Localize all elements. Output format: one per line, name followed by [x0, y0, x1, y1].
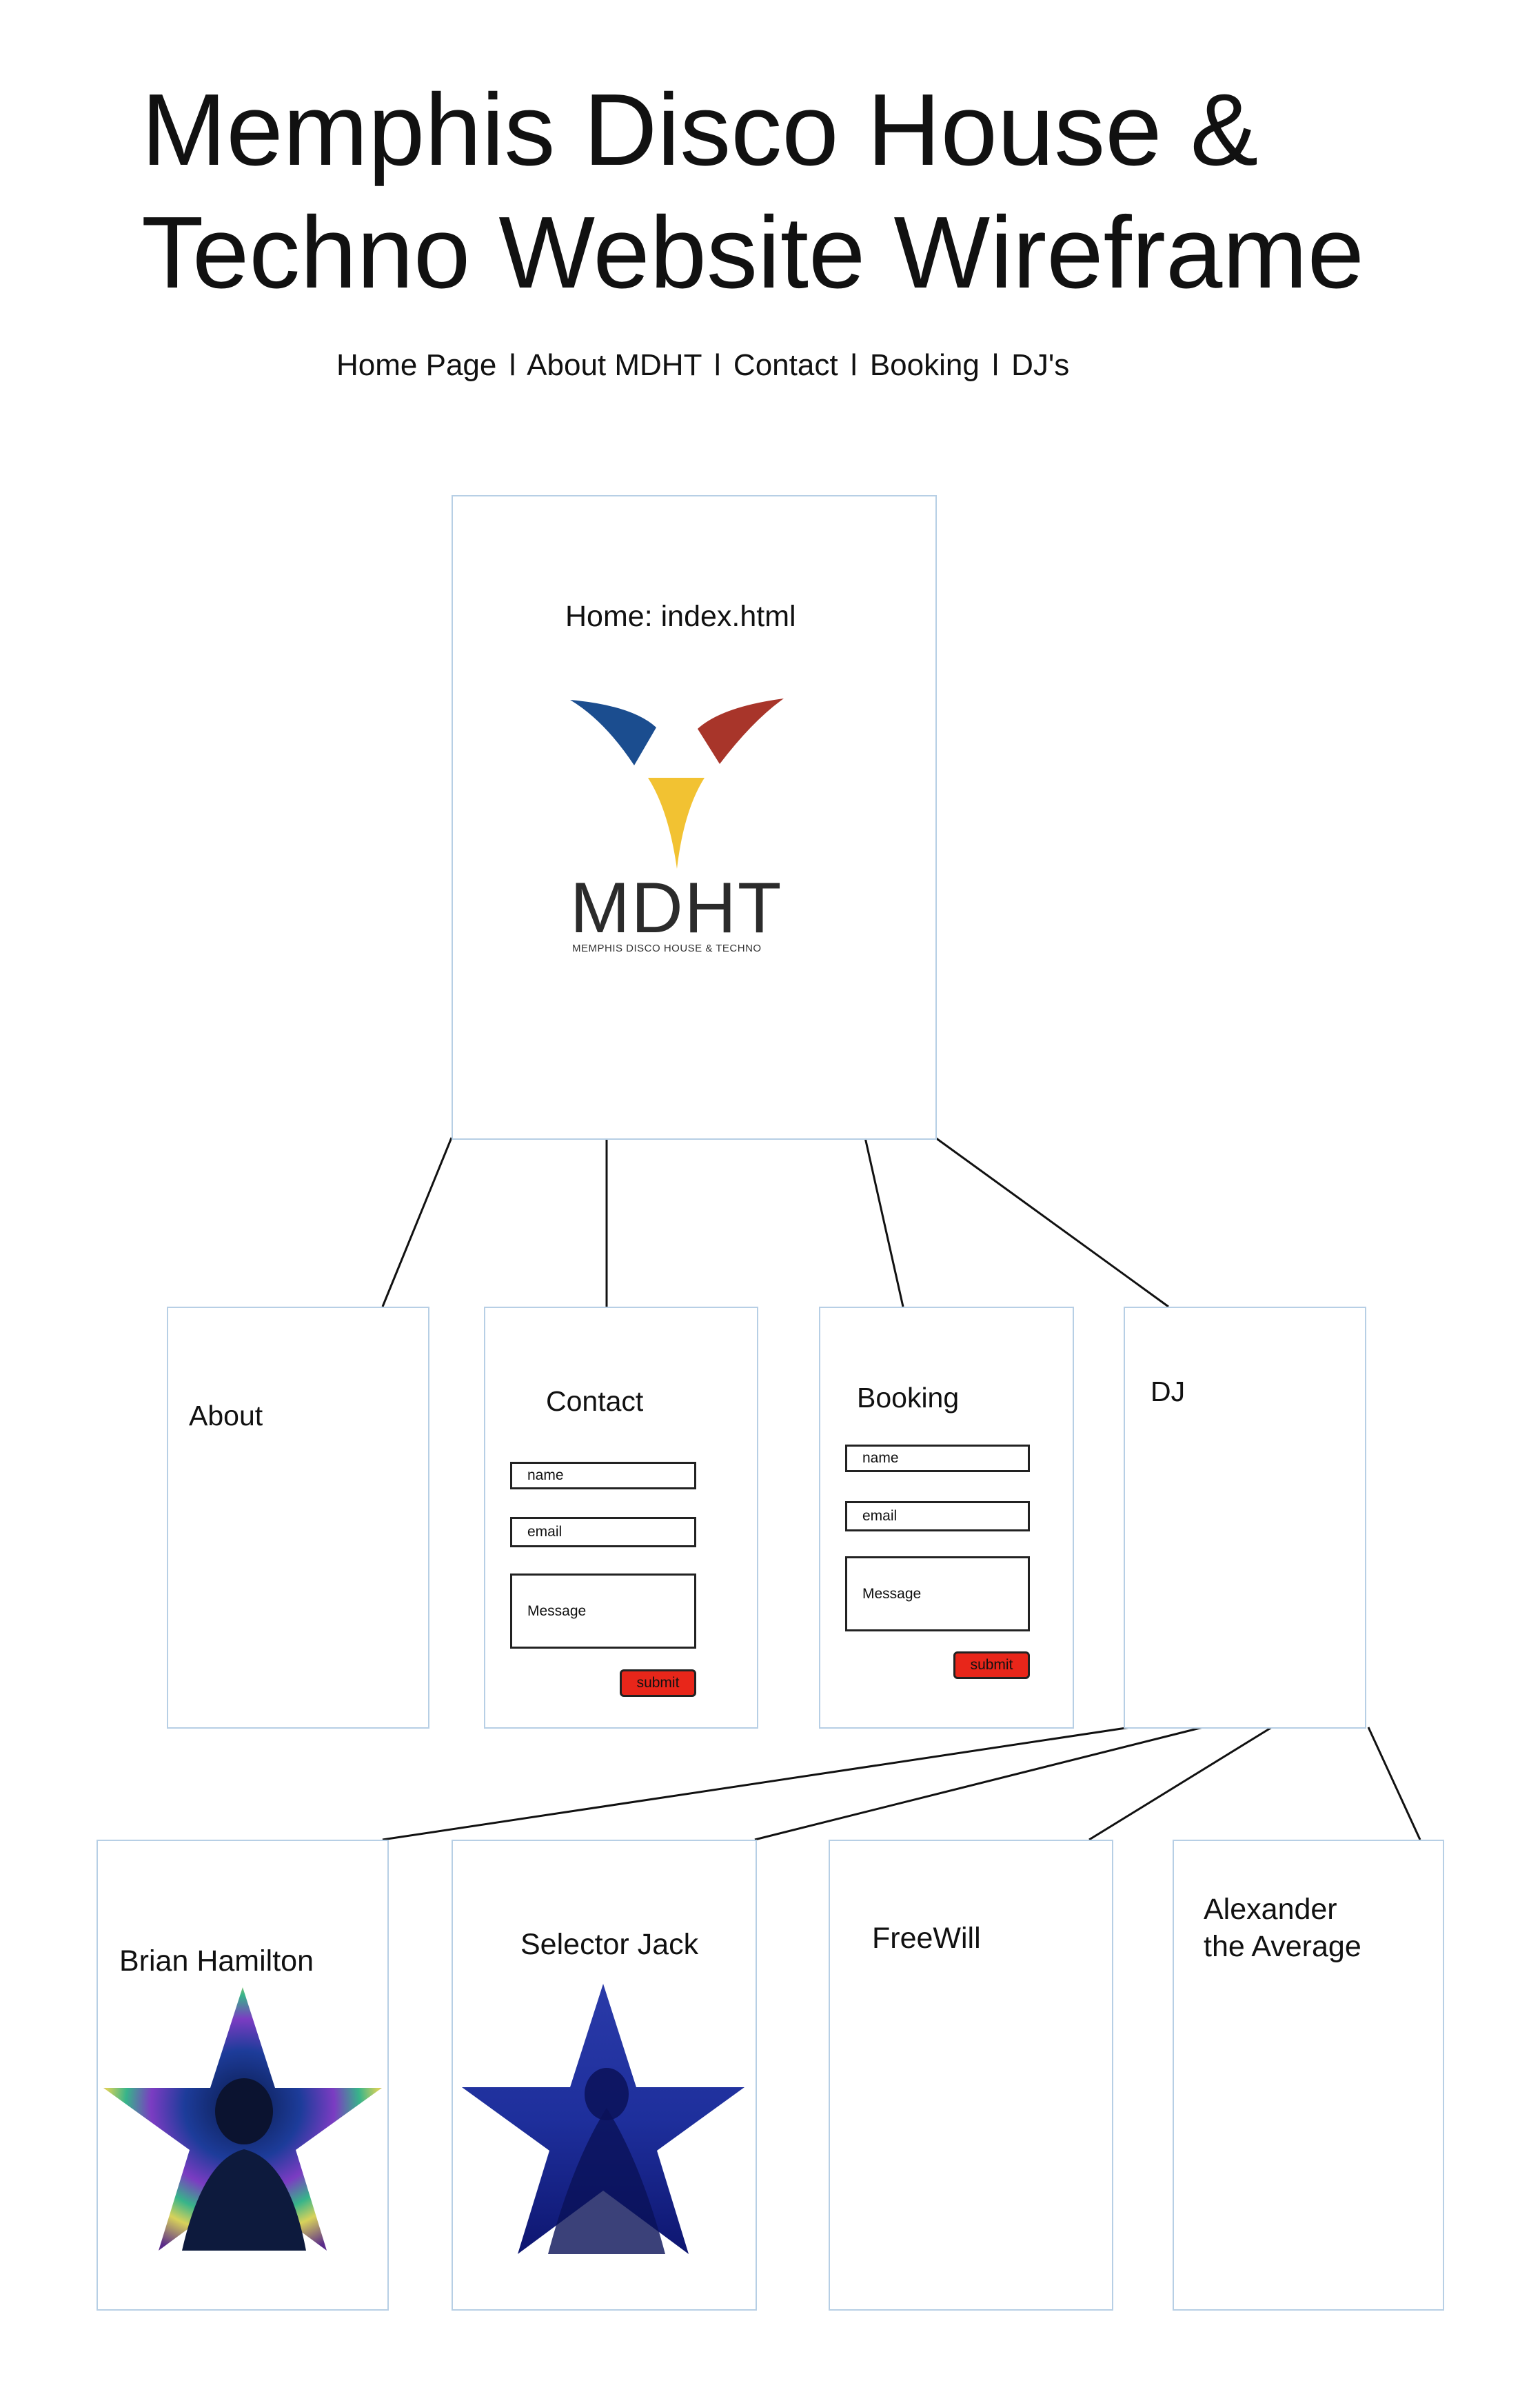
contact-submit-button[interactable]: submit [620, 1669, 696, 1697]
brian-label: Brian Hamilton [119, 1944, 314, 1978]
connector-dj-alexander [1367, 1727, 1421, 1840]
booking-message-field[interactable]: Message [845, 1556, 1030, 1631]
contact-name-field[interactable]: name [510, 1462, 696, 1489]
page-title: Memphis Disco House & Techno Website Wir… [141, 69, 1364, 314]
dj-selector-jack-box: Selector Jack [452, 1840, 757, 2311]
about-page-box: About [167, 1307, 429, 1729]
nav-separator: l [713, 348, 721, 382]
booking-submit-button[interactable]: submit [953, 1651, 1030, 1679]
dj-label: DJ [1151, 1376, 1186, 1407]
nav-bar: Home Page l About MDHT l Contact l Booki… [336, 348, 1069, 383]
logo-wordmark: MDHT [570, 868, 783, 948]
alexander-label-line-2: the Average [1204, 1930, 1361, 1963]
booking-page-box: Booking name email Message submit [819, 1307, 1074, 1729]
logo-subtitle: MEMPHIS DISCO HOUSE & TECHNO [572, 943, 762, 954]
nav-djs[interactable]: DJ's [1011, 348, 1070, 382]
connector-dj-brian [382, 1726, 1131, 1841]
connector-home-dj [935, 1136, 1169, 1308]
about-label: About [189, 1400, 263, 1431]
connector-dj-freewill [1088, 1726, 1273, 1841]
dj-brian-hamilton-box: Brian Hamilton [97, 1840, 389, 2311]
dj-freewill-box: FreeWill [829, 1840, 1113, 2311]
brian-hamilton-star-photo [103, 1987, 382, 2251]
selector-label: Selector Jack [520, 1928, 699, 1961]
booking-label: Booking [857, 1382, 960, 1414]
home-label: Home: index.html [565, 600, 796, 633]
selector-jack-star-photo [462, 1984, 744, 2254]
connector-home-booking [864, 1137, 904, 1307]
title-line-1: Memphis Disco House & [141, 73, 1259, 187]
booking-name-field[interactable]: name [845, 1445, 1030, 1472]
contact-label: Contact [546, 1385, 644, 1417]
mdht-logo-icon [570, 698, 784, 869]
contact-email-field[interactable]: email [510, 1517, 696, 1547]
nav-contact[interactable]: Contact [733, 348, 838, 382]
nav-separator: l [850, 348, 858, 382]
dj-page-box: DJ [1124, 1307, 1366, 1729]
nav-booking[interactable]: Booking [869, 348, 980, 382]
home-page-box: Home: index.html MDHT MEMPHIS DISCO HOUS… [452, 495, 937, 1140]
booking-email-field[interactable]: email [845, 1501, 1030, 1531]
dj-alexander-the-average-box: Alexander the Average [1173, 1840, 1444, 2311]
nav-about-mdht[interactable]: About MDHT [527, 348, 702, 382]
connector-dj-selector [754, 1726, 1204, 1841]
alexander-label-line-1: Alexander [1204, 1893, 1337, 1926]
nav-home-page[interactable]: Home Page [336, 348, 497, 382]
nav-separator: l [992, 348, 999, 382]
title-line-2: Techno Website Wireframe [141, 196, 1364, 310]
contact-message-field[interactable]: Message [510, 1573, 696, 1649]
nav-separator: l [509, 348, 516, 382]
connector-home-about [381, 1137, 453, 1307]
contact-page-box: Contact name email Message submit [484, 1307, 758, 1729]
freewill-label: FreeWill [872, 1922, 981, 1955]
